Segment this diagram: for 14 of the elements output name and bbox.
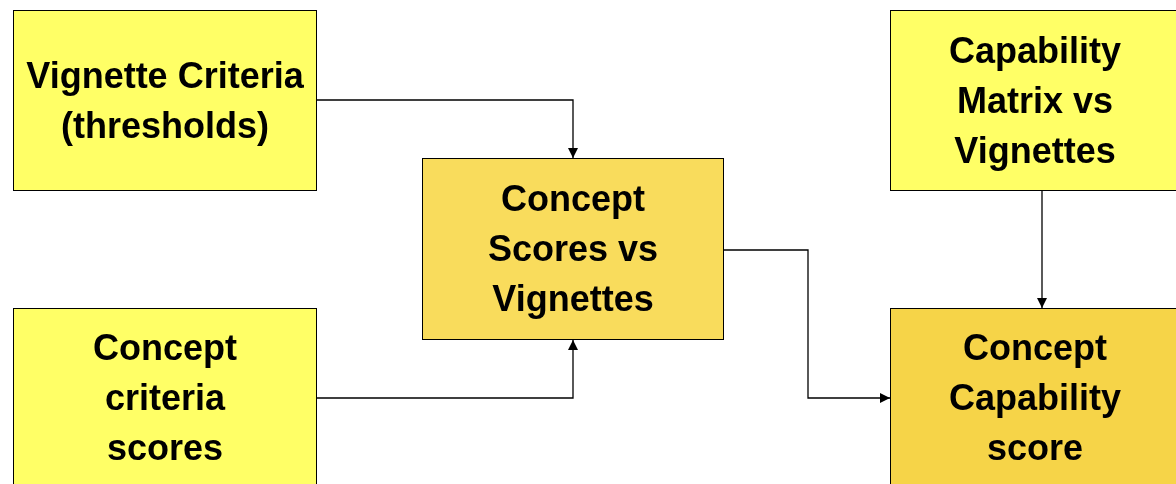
box-label: Concept Scores vs Vignettes bbox=[486, 177, 660, 321]
arrow bbox=[316, 339, 578, 399]
box-label: Concept criteria scores bbox=[92, 326, 238, 470]
process-box bbox=[13, 308, 317, 484]
process-box bbox=[890, 308, 1176, 484]
box-label: Concept Capability score bbox=[947, 326, 1122, 470]
process-box bbox=[890, 10, 1176, 191]
arrow bbox=[723, 249, 891, 403]
arrow bbox=[316, 99, 578, 159]
box-label: Capability Matrix vs Vignettes bbox=[947, 28, 1122, 173]
arrow bbox=[1037, 190, 1047, 309]
process-box bbox=[422, 158, 724, 340]
box-label: Vignette Criteria (thresholds) bbox=[25, 53, 305, 148]
process-box bbox=[13, 10, 317, 191]
